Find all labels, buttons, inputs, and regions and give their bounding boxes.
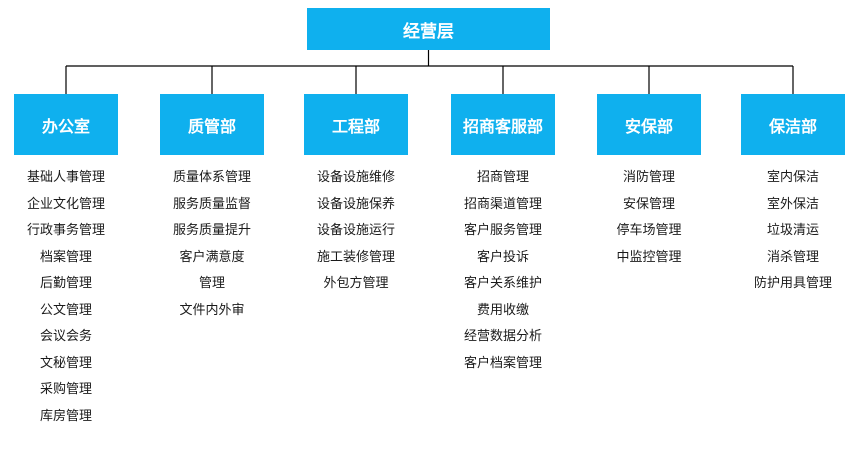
duty-item: 招商渠道管理: [463, 196, 542, 212]
duty-item: 外包方管理: [323, 276, 389, 291]
dept-office-duties: 基础人事管理 企业文化管理 行政事务管理 档案管理 后勤管理 公文管理 会议会务…: [6, 167, 126, 432]
dept-cleaning-duties: 室内保洁 室外保洁 垃圾清运 消杀管理 防护用具管理: [733, 167, 853, 300]
duty-item: 设备设施保养: [316, 196, 395, 212]
dept-security: 安保部: [597, 94, 701, 155]
dept-security-label: 安保部: [624, 116, 673, 136]
duty-item: 中监控管理: [616, 249, 682, 265]
duty-item: 室内保洁: [766, 170, 819, 185]
dept-leasing-service-duties: 招商管理 招商渠道管理 客户服务管理 客户投诉 客户关系维护 费用收缴 经营数据…: [443, 167, 563, 379]
duty-item: 客户档案管理: [463, 355, 542, 371]
dept-engineering-label: 工程部: [331, 116, 380, 136]
duty-item: 采购管理: [39, 382, 92, 397]
duty-item: 后勤管理: [39, 276, 92, 291]
duty-item: 设备设施维修: [316, 170, 395, 185]
dept-engineering-duties: 设备设施维修 设备设施保养 设备设施运行 施工装修管理 外包方管理: [296, 167, 416, 300]
dept-office: 办公室: [14, 94, 118, 155]
duty-item: 客户投诉: [476, 249, 529, 265]
dept-engineering: 工程部: [304, 94, 408, 155]
dept-security-duties: 消防管理 安保管理 停车场管理 中监控管理: [589, 167, 709, 273]
duty-item: 客户服务管理: [463, 223, 542, 238]
dept-quality: 质管部: [160, 94, 264, 155]
duty-item: 公文管理: [39, 302, 92, 318]
dept-leasing-service-label: 招商客服部: [462, 116, 543, 136]
duty-item: 消防管理: [622, 170, 675, 185]
dept-leasing-service: 招商客服部: [451, 94, 555, 155]
duty-item: 文件内外审: [179, 302, 245, 318]
duty-item: 文秘管理: [39, 355, 92, 371]
duty-item: 档案管理: [39, 249, 92, 265]
duty-item: 行政事务管理: [26, 223, 105, 238]
duty-item: 客户满意度: [179, 249, 245, 265]
duty-item: 经营数据分析: [463, 329, 542, 344]
top-node-label: 经营层: [403, 21, 454, 42]
duty-item: 施工装修管理: [316, 249, 395, 265]
duty-item: 停车场管理: [616, 223, 682, 238]
duty-item: 服务质量监督: [172, 196, 251, 212]
duty-item: 垃圾清运: [766, 223, 819, 238]
duty-item: 室外保洁: [766, 196, 819, 212]
dept-office-label: 办公室: [41, 116, 90, 136]
duty-item: 安保管理: [622, 196, 675, 212]
dept-quality-duties: 质量体系管理 服务质量监督 服务质量提升 客户满意度 管理 文件内外审: [152, 167, 272, 326]
duty-item: 会议会务: [39, 329, 92, 344]
duty-item: 设备设施运行: [316, 223, 395, 238]
duty-item: 消杀管理: [766, 249, 819, 265]
duty-item: 服务质量提升: [172, 223, 251, 238]
dept-quality-label: 质管部: [187, 116, 236, 136]
duty-item: 基础人事管理: [26, 170, 105, 185]
duty-item: 招商管理: [476, 170, 529, 185]
duty-item: 管理: [198, 276, 225, 291]
top-node: 经营层: [307, 8, 550, 50]
duty-item: 库房管理: [39, 408, 92, 424]
duty-item: 客户关系维护: [463, 276, 542, 291]
duty-item: 防护用具管理: [753, 276, 832, 291]
duty-item: 费用收缴: [476, 302, 529, 318]
dept-cleaning-label: 保洁部: [768, 116, 817, 136]
dept-cleaning: 保洁部: [741, 94, 845, 155]
duty-item: 企业文化管理: [26, 196, 105, 212]
duty-item: 质量体系管理: [172, 170, 251, 185]
